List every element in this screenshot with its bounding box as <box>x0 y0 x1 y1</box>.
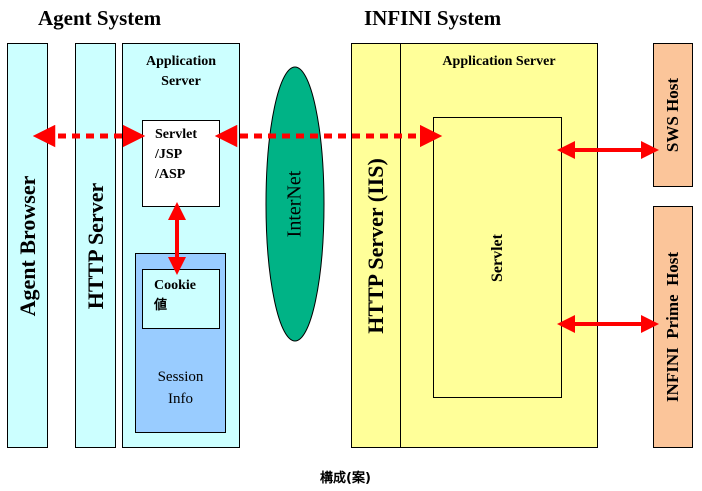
sws-host-box: SWS Host <box>653 43 693 187</box>
agent-servlet-box: Servlet /JSP /ASP <box>142 120 220 207</box>
agent-browser-column: Agent Browser <box>7 43 48 448</box>
infini-system-title: INFINI System <box>364 6 502 30</box>
cookie-line-1: Cookie <box>154 278 196 293</box>
session-line-1: Session <box>157 369 204 385</box>
infini-servlet-box: Servlet <box>433 117 562 398</box>
session-line-2: Info <box>168 391 193 407</box>
diagram-caption: 構成(案) <box>320 471 371 486</box>
agent-http-server-column: HTTP Server <box>75 43 116 448</box>
servlet-line-3: /ASP <box>155 167 186 182</box>
infini-prime-host-box: INFINI Prime Host <box>653 206 693 448</box>
infini-app-server-label: Application Server <box>442 54 556 69</box>
servlet-line-2: /JSP <box>155 147 183 162</box>
agent-system-title: Agent System <box>38 6 162 30</box>
servlet-line-1: Servlet <box>155 127 197 142</box>
session-info-label: Session Info <box>136 366 225 410</box>
cookie-box: Cookie 値 <box>142 269 220 329</box>
cookie-line-2: 値 <box>154 298 168 313</box>
agent-app-server-label: Application Server <box>145 54 216 89</box>
